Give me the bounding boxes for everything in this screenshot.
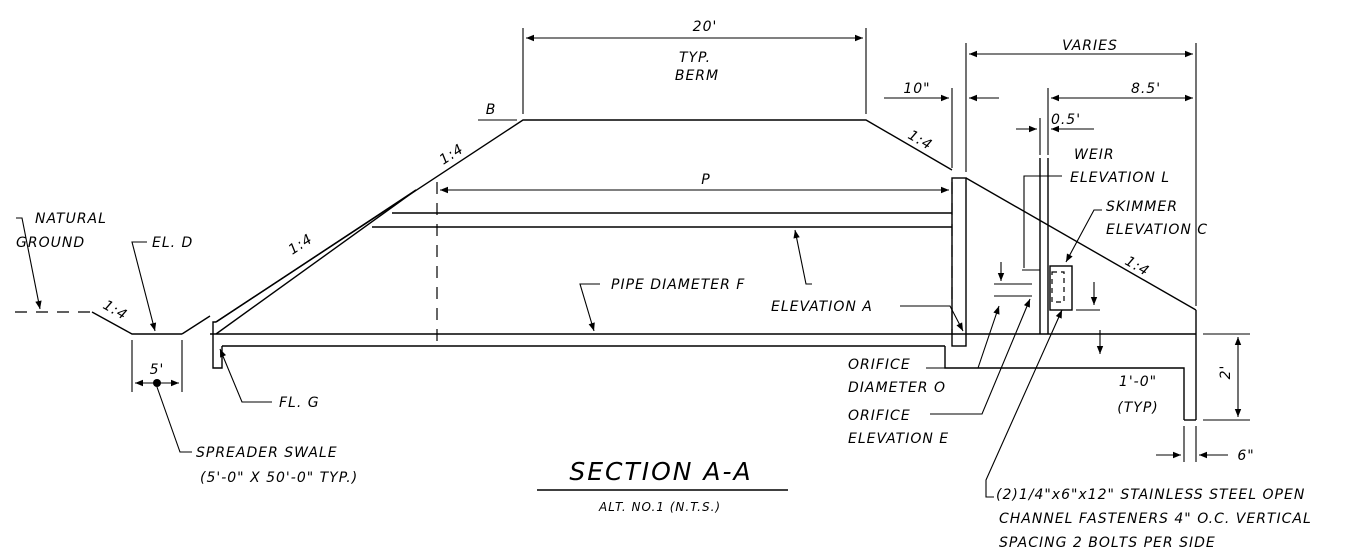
dim-orifice-ticks [994,262,1100,311]
callout-fl-g: FL. G [219,348,320,411]
eight-five-label: 8.5' [1131,81,1161,97]
fl-g-label: FL. G [279,395,320,411]
spreader-line2: (5'-0" X 50'-0" TYP.) [200,470,358,486]
riser-structure [944,158,1197,421]
slope-right-upper: 1:4 [905,127,935,154]
dim-one-ft: 1'-0" (TYP) [1096,330,1158,416]
callout-fastener: (2)1/4"x6"x12" STAINLESS STEEL OPEN CHAN… [985,309,1312,551]
orifice-e-line2: ELEVATION E [848,431,949,447]
section-title: SECTION A-A [569,457,752,486]
natural-ground-line2: GROUND [16,235,85,251]
varies-label: VARIES [1062,38,1118,54]
dim-two-ft: 2' [1203,333,1250,421]
orifice-d-line2: DIAMETER O [848,380,946,396]
fastener-line3: SPACING 2 BOLTS PER SIDE [999,535,1216,551]
six-in-label: 6" [1237,448,1254,464]
ground-profile [15,311,211,335]
dim-swale: 5' [131,340,183,392]
two-ft-label: 2' [1218,365,1234,380]
dim-six-in: 6" [1156,426,1254,464]
section-subtitle: ALT. NO.1 (N.T.S.) [598,500,721,514]
callout-orifice-elevation: ORIFICE ELEVATION E [848,298,1031,447]
orifice-e-line1: ORIFICE [848,408,911,424]
half-ft-label: 0.5' [1051,112,1081,128]
callout-skimmer: SKIMMER ELEVATION C [1065,199,1208,263]
orifice-d-line1: ORIFICE [848,357,911,373]
callout-elevation-a: ELEVATION A [771,299,964,332]
berm-note-berm: BERM [675,68,719,84]
label-b: B [486,102,497,118]
swale-width-label: 5' [150,362,165,378]
fastener-line1: (2)1/4"x6"x12" STAINLESS STEEL OPEN [996,487,1305,503]
dim-eight-five: 8.5' [1047,81,1193,155]
dim-varies: VARIES [965,38,1197,306]
skimmer-line2: ELEVATION C [1106,222,1208,238]
callout-el-d: EL. D [131,235,193,332]
spreader-line1: SPREADER SWALE [196,445,338,461]
pipe-length-label: P [701,172,710,188]
slope-inner: 1:4 [286,231,316,258]
callout-pipe-diameter: PIPE DIAMETER F [579,229,812,332]
pipe-diameter-label: PIPE DIAMETER F [611,277,745,293]
natural-ground-line1: NATURAL [35,211,107,227]
berm-note-typ: TYP. [679,50,711,66]
callout-natural-ground: NATURAL GROUND [16,211,107,310]
callout-spreader: SPREADER SWALE (5'-0" X 50'-0" TYP.) [156,386,358,486]
slope-outer-upper: 1:4 [437,141,467,168]
dim-pipe-length: P [440,172,949,194]
weir-line2: ELEVATION L [1070,170,1170,186]
callout-orifice-diameter: ORIFICE DIAMETER O [848,305,1000,396]
dim-half-ft: 0.5' [1016,112,1094,155]
dim-berm: 20' TYP. BERM [522,19,867,114]
title-block: SECTION A-A ALT. NO.1 (N.T.S.) [537,457,788,514]
weir-line1: WEIR [1074,147,1115,163]
berm-width-label: 20' [693,19,718,35]
el-d-label: EL. D [152,235,193,251]
skimmer-line1: SKIMMER [1106,199,1178,215]
fastener-line2: CHANNEL FASTENERS 4" O.C. VERTICAL [999,511,1312,527]
ten-in-label: 10" [903,81,930,97]
elevation-a-label: ELEVATION A [771,299,873,315]
slope-ground: 1:4 [100,297,130,324]
callout-b: B [478,102,517,121]
dim-ten-in: 10" [884,81,999,168]
callout-weir: WEIR ELEVATION L [1023,147,1170,268]
one-ft-label: 1'-0" [1119,374,1157,390]
one-ft-note: (TYP) [1117,400,1158,416]
